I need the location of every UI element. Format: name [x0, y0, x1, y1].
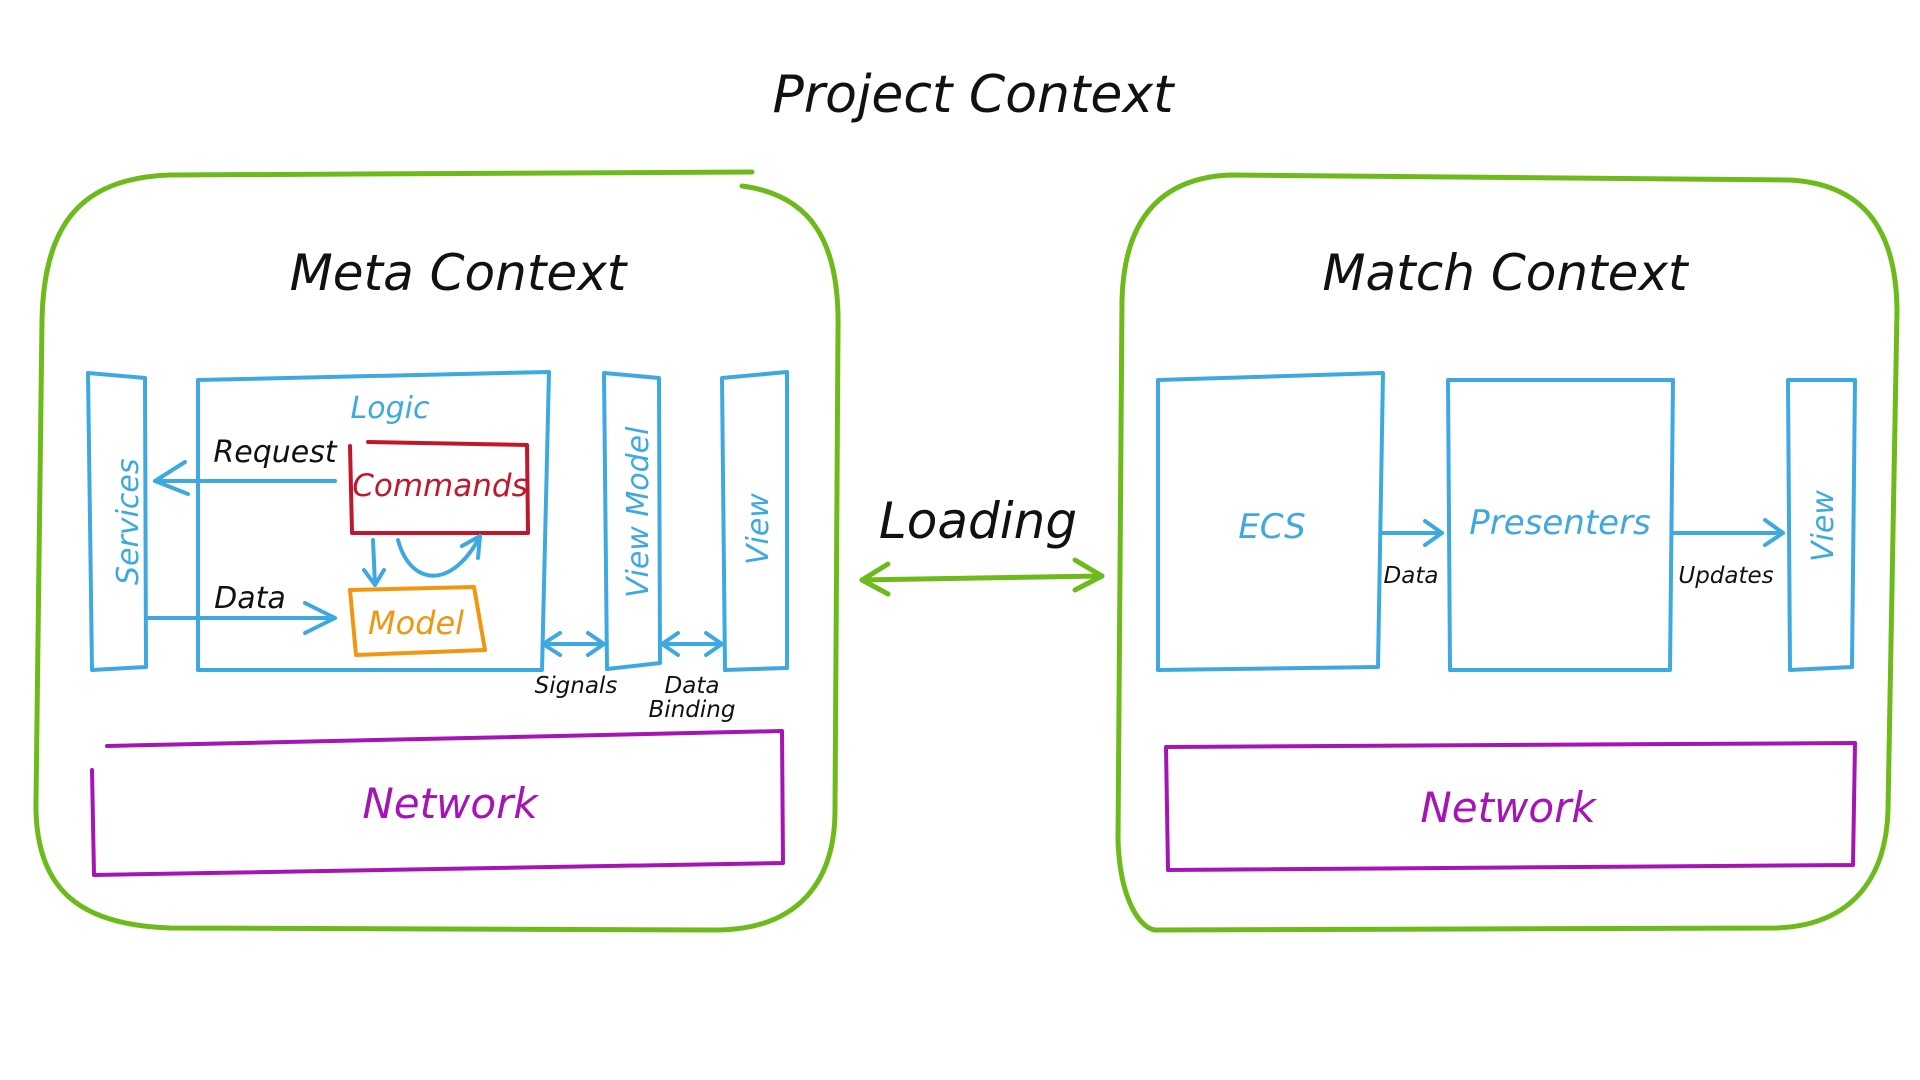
meta-context-border [33, 169, 841, 933]
presenters-to-view-arrow [1670, 518, 1785, 547]
request-arrow [153, 460, 337, 496]
presenters-box [1446, 378, 1675, 672]
ecs-box [1156, 371, 1385, 672]
loading-transition: Loading [859, 492, 1105, 597]
data-binding-label-line2: Binding [649, 697, 736, 723]
logic-box [196, 370, 551, 672]
model-label: Model [368, 604, 464, 642]
match-context-border [1115, 172, 1900, 933]
data-binding-label-line1: Data [665, 673, 720, 699]
request-label: Request [213, 435, 337, 470]
data-arrow [146, 601, 337, 635]
match-view-label: View [1806, 490, 1841, 562]
services-label: Services [111, 458, 146, 585]
data-label: Data [214, 581, 286, 616]
meta-context-title: Meta Context [290, 244, 629, 302]
model-box [348, 585, 487, 657]
match-context-title: Match Context [1322, 244, 1690, 302]
view-model-box [602, 371, 662, 671]
meta-view-label: View [741, 493, 776, 565]
data-binding-arrow [660, 631, 724, 657]
match-network-label: Network [1420, 783, 1597, 832]
signals-arrow [541, 631, 606, 657]
meta-view-box [720, 370, 789, 672]
view-model-label: View Model [621, 426, 656, 598]
loading-arrow-right-head [1072, 557, 1105, 593]
loading-double-arrow-line [859, 573, 1105, 583]
loading-arrow-left-head [859, 561, 891, 597]
commands-label: Commands [352, 468, 527, 504]
commands-box [348, 440, 530, 535]
model-to-commands-curved-arrow [396, 534, 482, 578]
ecs-to-presenters-arrow [1380, 519, 1444, 547]
commands-to-model-arrow [362, 538, 386, 587]
loading-label: Loading [879, 492, 1077, 550]
ecs-label: ECS [1238, 507, 1305, 547]
meta-context: Meta Context Services Logic Commands Mod… [33, 169, 841, 933]
signals-label: Signals [535, 673, 618, 699]
presenters-label: Presenters [1469, 503, 1651, 543]
match-context: Match Context ECS Data Presenters Update… [1115, 172, 1900, 933]
diagram-title: Project Context [772, 65, 1175, 125]
meta-network-box [90, 729, 785, 877]
match-network-box [1164, 741, 1857, 872]
match-view-box [1786, 378, 1857, 672]
meta-network-label: Network [362, 779, 539, 828]
services-box [86, 371, 148, 672]
logic-label: Logic [351, 391, 430, 426]
updates-label: Updates [1678, 563, 1773, 589]
match-data-label: Data [1384, 563, 1439, 589]
